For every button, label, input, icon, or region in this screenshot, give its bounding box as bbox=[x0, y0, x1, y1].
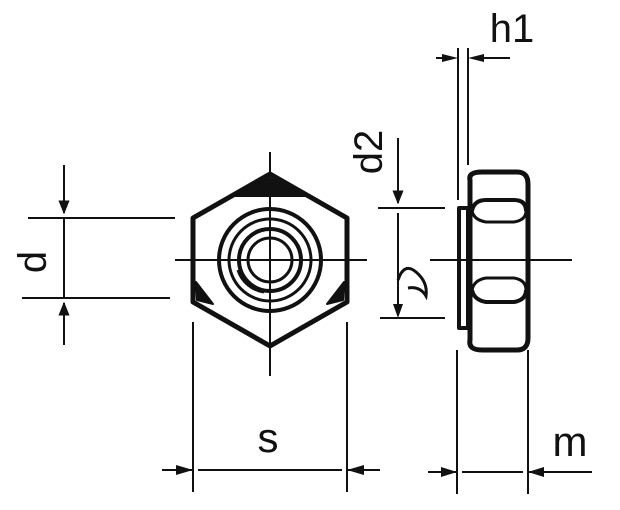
label-m: m bbox=[553, 418, 588, 465]
dimension-h1 bbox=[436, 48, 510, 200]
washer-face bbox=[457, 206, 470, 330]
nut-face-upper bbox=[470, 210, 528, 224]
front-view bbox=[175, 152, 367, 376]
dimension-m bbox=[428, 350, 592, 494]
dimension-s bbox=[162, 322, 380, 492]
chamfer-right bbox=[326, 281, 345, 305]
nut-body-outline bbox=[467, 169, 531, 353]
label-h1: h1 bbox=[490, 7, 535, 51]
label-d2: d2 bbox=[347, 130, 391, 175]
nut-face-mid-bottom bbox=[470, 289, 528, 304]
nut-face-mid-top bbox=[470, 276, 528, 291]
label-d: d bbox=[11, 251, 55, 273]
dimension-d2 bbox=[378, 138, 445, 319]
side-view bbox=[430, 169, 572, 353]
dimension-d bbox=[22, 165, 175, 345]
nut-face-top bbox=[470, 198, 528, 212]
break-symbol bbox=[396, 266, 428, 301]
chamfer-left bbox=[195, 281, 214, 305]
thread-arc bbox=[236, 269, 265, 294]
label-s: s bbox=[258, 414, 279, 461]
